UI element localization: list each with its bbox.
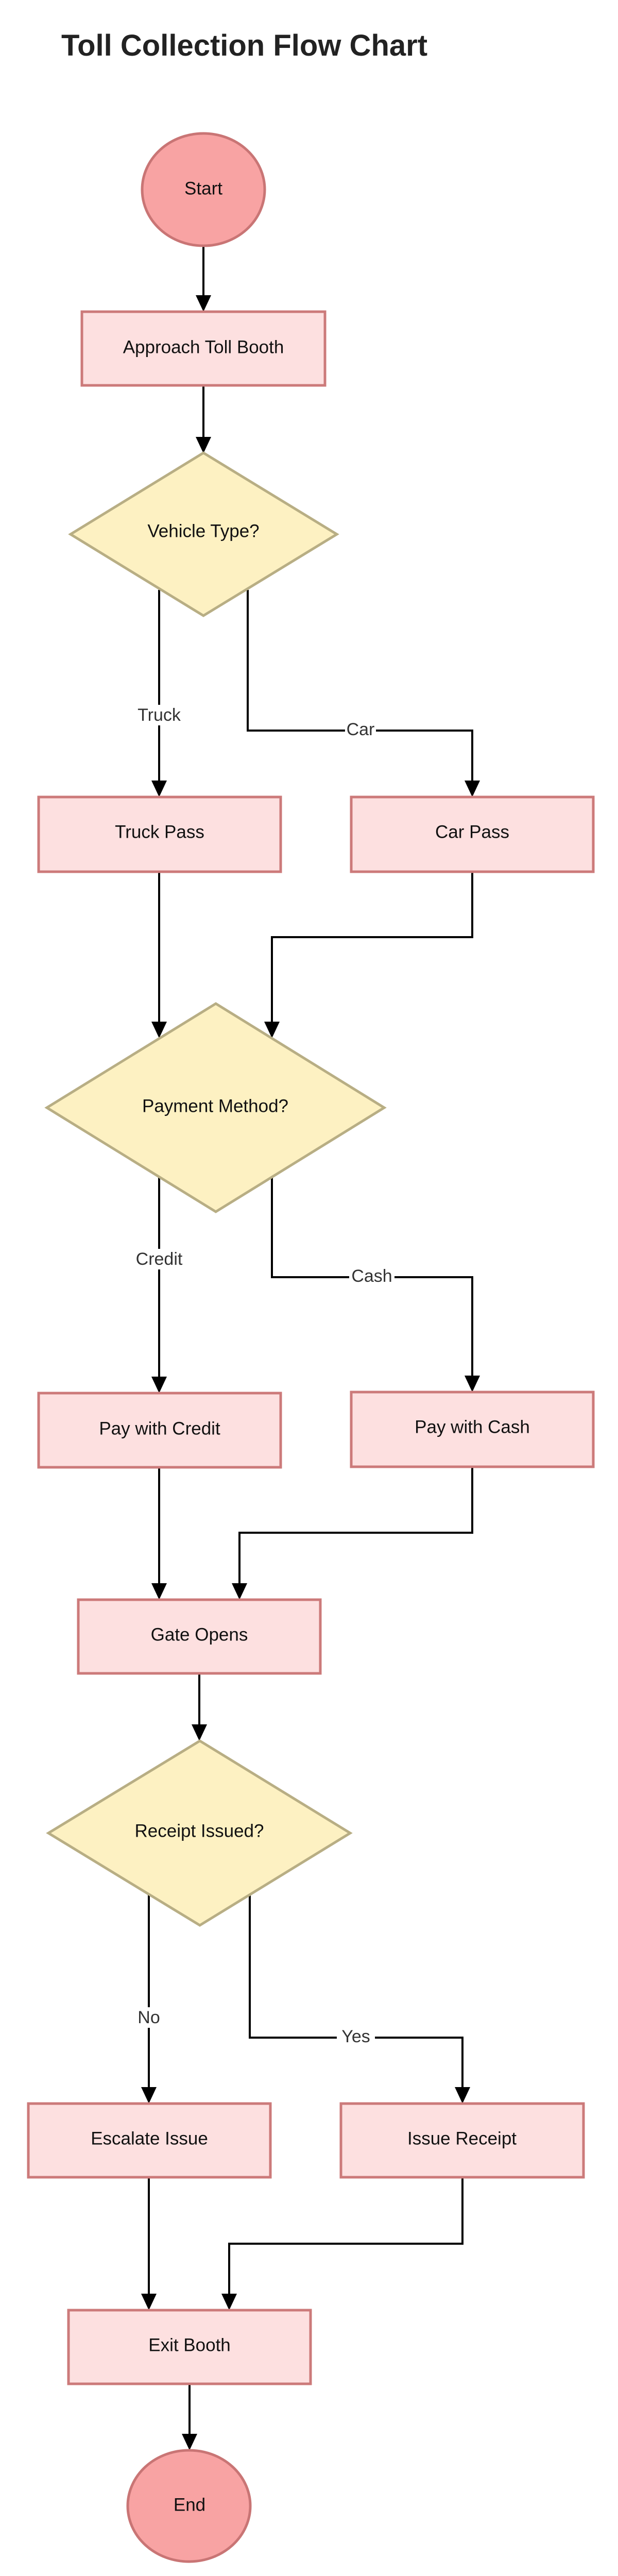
node-truck-pass: Truck Pass (37, 795, 282, 873)
edge-label-cash: Cash (351, 1266, 392, 1286)
node-start: Start (141, 132, 266, 247)
edge-label-truck: Truck (138, 705, 181, 725)
edge-labels: Truck Car Credit Cash No Yes (134, 705, 394, 2047)
edge-label-yes: Yes (341, 2027, 370, 2046)
edge-label-car: Car (347, 720, 375, 739)
arrowhead (141, 2087, 157, 2104)
edge-car-payment (271, 872, 473, 1023)
node-approach: Approach Toll Booth (80, 310, 327, 387)
node-issue-receipt: Issue Receipt (339, 2102, 585, 2179)
arrowhead (151, 781, 167, 797)
edge-label-no: No (138, 2008, 160, 2027)
arrowhead (151, 1022, 167, 1038)
node-start-label: Start (184, 179, 222, 199)
node-car-pass: Car Pass (350, 795, 595, 873)
arrowhead (455, 2087, 470, 2104)
chart-title: Toll Collection Flow Chart (61, 29, 427, 62)
node-gate-opens: Gate Opens (77, 1598, 322, 1675)
node-pay-cash: Pay with Cash (350, 1391, 595, 1468)
arrowhead (465, 781, 480, 797)
node-payment-method: Payment Method? (44, 1002, 387, 1213)
node-vehicle-type-label: Vehicle Type? (147, 521, 259, 541)
edge-vehicle-car (247, 590, 473, 782)
node-issue-receipt-label: Issue Receipt (407, 2129, 517, 2149)
node-receipt-issued-label: Receipt Issued? (135, 1821, 264, 1841)
node-vehicle-type: Vehicle Type? (68, 451, 339, 617)
node-truck-pass-label: Truck Pass (115, 822, 204, 842)
edge-label-credit: Credit (136, 1249, 183, 1269)
node-receipt-issued: Receipt Issued? (46, 1739, 353, 1927)
node-approach-label: Approach Toll Booth (123, 337, 284, 358)
edge-receipt-issue (249, 1893, 464, 2088)
node-payment-method-label: Payment Method? (142, 1096, 288, 1116)
arrowhead (221, 2294, 237, 2310)
arrowhead (465, 1376, 480, 1392)
node-exit-booth-label: Exit Booth (148, 2335, 231, 2355)
arrowhead (232, 1583, 247, 1600)
node-end: End (126, 2449, 252, 2563)
edge-cash-gate (238, 1467, 473, 1584)
arrowhead (192, 1724, 207, 1741)
arrowhead (182, 2434, 197, 2450)
node-escalate: Escalate Issue (27, 2102, 272, 2179)
node-pay-credit-label: Pay with Credit (99, 1419, 220, 1439)
node-pay-cash-label: Pay with Cash (415, 1417, 530, 1437)
arrowhead (151, 1377, 167, 1393)
node-pay-credit: Pay with Credit (37, 1392, 282, 1469)
arrowhead (264, 1022, 280, 1038)
arrowhead (196, 437, 211, 453)
arrowhead (141, 2294, 157, 2310)
node-escalate-label: Escalate Issue (91, 2129, 208, 2149)
edge-issue-exit (228, 2177, 464, 2295)
arrowhead (196, 295, 211, 312)
node-exit-booth: Exit Booth (67, 2309, 312, 2385)
node-car-pass-label: Car Pass (435, 822, 509, 842)
node-end-label: End (174, 2495, 205, 2515)
node-gate-opens-label: Gate Opens (151, 1625, 248, 1645)
arrowhead (151, 1583, 167, 1600)
